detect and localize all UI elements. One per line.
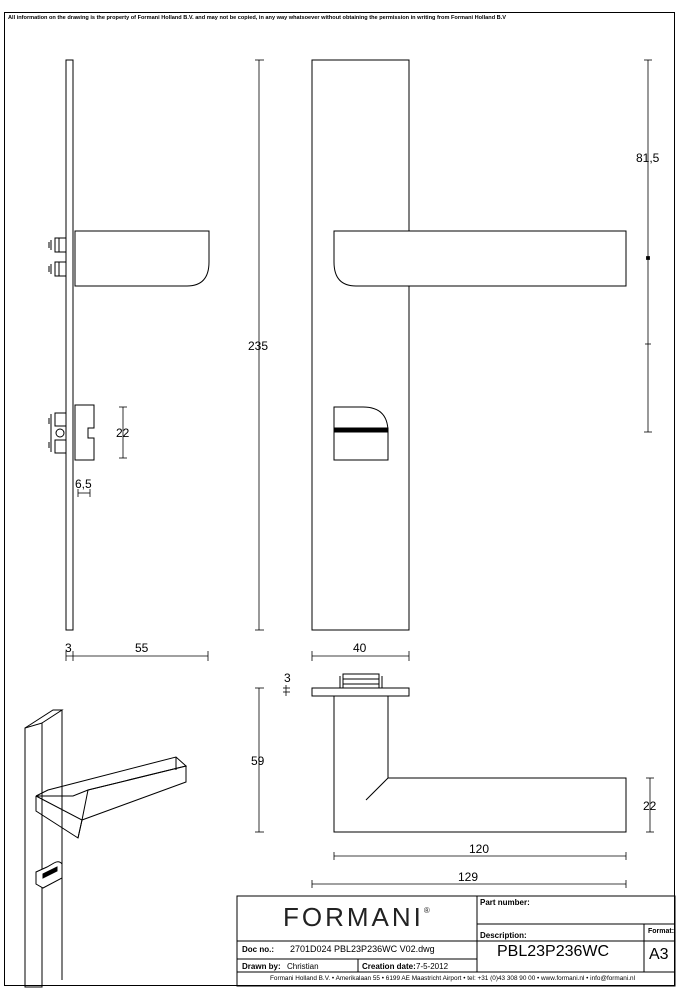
dimension-22-lever: 22 bbox=[643, 799, 657, 813]
side-view bbox=[49, 60, 209, 630]
creation-date-value: 7-5-2012 bbox=[416, 962, 449, 971]
front-lever bbox=[334, 231, 626, 286]
front-wc-slot bbox=[334, 428, 388, 432]
drawn-by-label: Drawn by: bbox=[242, 962, 281, 971]
side-lever bbox=[75, 231, 209, 286]
front-wc-turn bbox=[334, 407, 388, 460]
dimension-235: 235 bbox=[248, 339, 269, 353]
format-value: A3 bbox=[649, 946, 669, 963]
dimension-6-5: 6,5 bbox=[75, 477, 92, 491]
dimension-3-top: 3 bbox=[284, 671, 291, 685]
front-backplate bbox=[312, 60, 409, 630]
iso-plate-face bbox=[25, 723, 42, 987]
company-footer: Formani Holland B.V. • Amerikalaan 55 • … bbox=[270, 975, 636, 982]
dimension-120: 120 bbox=[469, 842, 490, 856]
iso-wc-slot bbox=[43, 867, 57, 878]
copyright-disclaimer: All information on the drawing is the pr… bbox=[8, 15, 506, 21]
top-dimension-lines bbox=[255, 685, 654, 888]
iso-lever-arm bbox=[82, 766, 186, 820]
top-view bbox=[312, 674, 626, 832]
doc-no-label: Doc no.: bbox=[242, 945, 274, 954]
iso-plate-top bbox=[25, 710, 62, 728]
top-lever-chamfer bbox=[366, 778, 388, 800]
dimension-22-side: 22 bbox=[116, 426, 130, 440]
isometric-view bbox=[25, 710, 186, 987]
dimension-81-5: 81,5 bbox=[636, 151, 660, 165]
dimension-55: 55 bbox=[135, 641, 149, 655]
side-spindle-top bbox=[55, 238, 66, 252]
top-backplate bbox=[312, 688, 409, 696]
side-wc-turn bbox=[75, 405, 94, 460]
side-wc-spindle-bottom bbox=[55, 440, 66, 453]
side-wc-hole bbox=[56, 429, 64, 437]
part-number-label: Part number: bbox=[480, 898, 530, 907]
drawn-by-value: Christian bbox=[287, 962, 319, 971]
doc-no-value: 2701D024 PBL23P236WC V02.dwg bbox=[290, 944, 435, 954]
top-rose bbox=[343, 674, 379, 688]
iso-lever-front bbox=[36, 796, 82, 838]
description-label: Description: bbox=[480, 931, 527, 940]
dimension-129: 129 bbox=[458, 870, 479, 884]
front-dimension-lines bbox=[255, 60, 652, 661]
side-wc-spindle-top bbox=[55, 413, 66, 426]
format-label: Format: bbox=[648, 928, 675, 935]
iso-lever-edge bbox=[78, 820, 82, 838]
top-lever bbox=[334, 696, 626, 832]
dimension-59: 59 bbox=[251, 754, 265, 768]
dimension-40: 40 bbox=[353, 641, 367, 655]
title-block-lines bbox=[237, 896, 675, 986]
side-dimension-lines bbox=[66, 407, 208, 661]
dimension-3-bottom: 3 bbox=[65, 641, 72, 655]
formani-logo: FORMANI® bbox=[283, 902, 430, 932]
front-view bbox=[312, 60, 626, 630]
description-value: PBL23P236WC bbox=[497, 943, 610, 960]
side-backplate bbox=[66, 60, 73, 630]
side-spindle-bottom bbox=[55, 262, 66, 276]
creation-date-label: Creation date: bbox=[362, 962, 416, 971]
